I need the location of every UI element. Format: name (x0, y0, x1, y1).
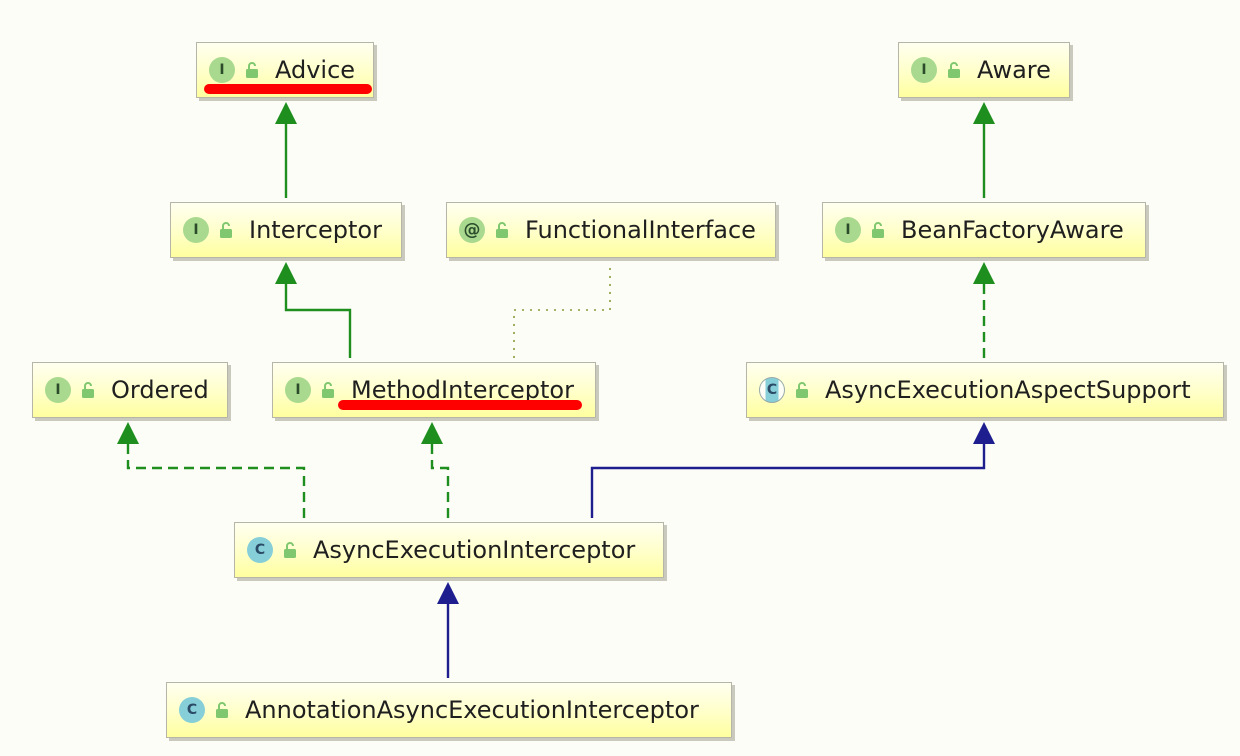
node-label: AsyncExecutionAspectSupport (825, 376, 1191, 404)
node-label: Advice (275, 56, 356, 84)
node-bean-factory-aware[interactable]: I BeanFactoryAware (822, 202, 1146, 258)
public-lock-icon (322, 382, 334, 398)
interface-icon: I (183, 217, 209, 243)
public-lock-icon (82, 382, 94, 398)
interface-icon: I (835, 217, 861, 243)
annotation-icon: @ (459, 217, 485, 243)
class-icon: C (247, 537, 273, 563)
public-lock-icon (948, 62, 960, 78)
node-label: AsyncExecutionInterceptor (313, 536, 636, 564)
arrowhead-methodinterceptor-to-interceptor (275, 262, 297, 284)
arrowhead-asyncinterceptor-to-ordered (117, 422, 139, 444)
interface-icon: I (45, 377, 71, 403)
arrowhead-interceptor-to-advice (275, 102, 297, 124)
public-lock-icon (872, 222, 884, 238)
public-lock-icon (216, 702, 228, 718)
node-label: FunctionalInterface (525, 216, 756, 244)
interface-icon: I (911, 57, 937, 83)
node-interceptor[interactable]: I Interceptor (170, 202, 402, 258)
node-label: BeanFactoryAware (901, 216, 1124, 244)
arrowhead-annotationinterceptor-to-asyncinterceptor (437, 582, 459, 604)
public-lock-icon (246, 62, 258, 78)
node-label: AnnotationAsyncExecutionInterceptor (245, 696, 699, 724)
edge-methodinterceptor-to-functional (513, 262, 611, 358)
node-aware[interactable]: I Aware (898, 42, 1070, 98)
interface-icon: I (285, 377, 311, 403)
arrowhead-beanfactoryaware-to-aware (973, 102, 995, 124)
node-method-interceptor[interactable]: I MethodInterceptor (272, 362, 596, 418)
node-label: Interceptor (249, 216, 382, 244)
edge-asyncinterceptor-to-ordered (126, 442, 306, 518)
arrowhead-asyncinterceptor-to-aspectsupport (973, 422, 995, 444)
node-label: MethodInterceptor (351, 376, 574, 404)
node-ordered[interactable]: I Ordered (32, 362, 228, 418)
highlight-underline-advice (204, 84, 372, 94)
abstract-class-icon: C (759, 377, 785, 403)
edge-asyncinterceptor-to-methodinterceptor (430, 442, 450, 518)
node-label: Aware (977, 56, 1051, 84)
highlight-underline-method-interceptor (338, 400, 582, 410)
node-async-execution-interceptor[interactable]: C AsyncExecutionInterceptor (234, 522, 664, 578)
node-annotation-async-execution-interceptor[interactable]: C AnnotationAsyncExecutionInterceptor (166, 682, 732, 738)
public-lock-icon (284, 542, 296, 558)
node-async-execution-aspect-support[interactable]: C AsyncExecutionAspectSupport (746, 362, 1224, 418)
interface-icon: I (209, 57, 235, 83)
public-lock-icon (796, 382, 808, 398)
edge-methodinterceptor-to-interceptor (284, 282, 352, 358)
arrowhead-aspectsupport-to-beanfactoryaware (973, 262, 995, 284)
arrowhead-asyncinterceptor-to-methodinterceptor (421, 422, 443, 444)
node-functional-interface[interactable]: @ FunctionalInterface (446, 202, 776, 258)
class-icon: C (179, 697, 205, 723)
node-label: Ordered (111, 376, 209, 404)
public-lock-icon (496, 222, 508, 238)
edge-asyncinterceptor-to-aspectsupport (590, 442, 986, 518)
public-lock-icon (220, 222, 232, 238)
